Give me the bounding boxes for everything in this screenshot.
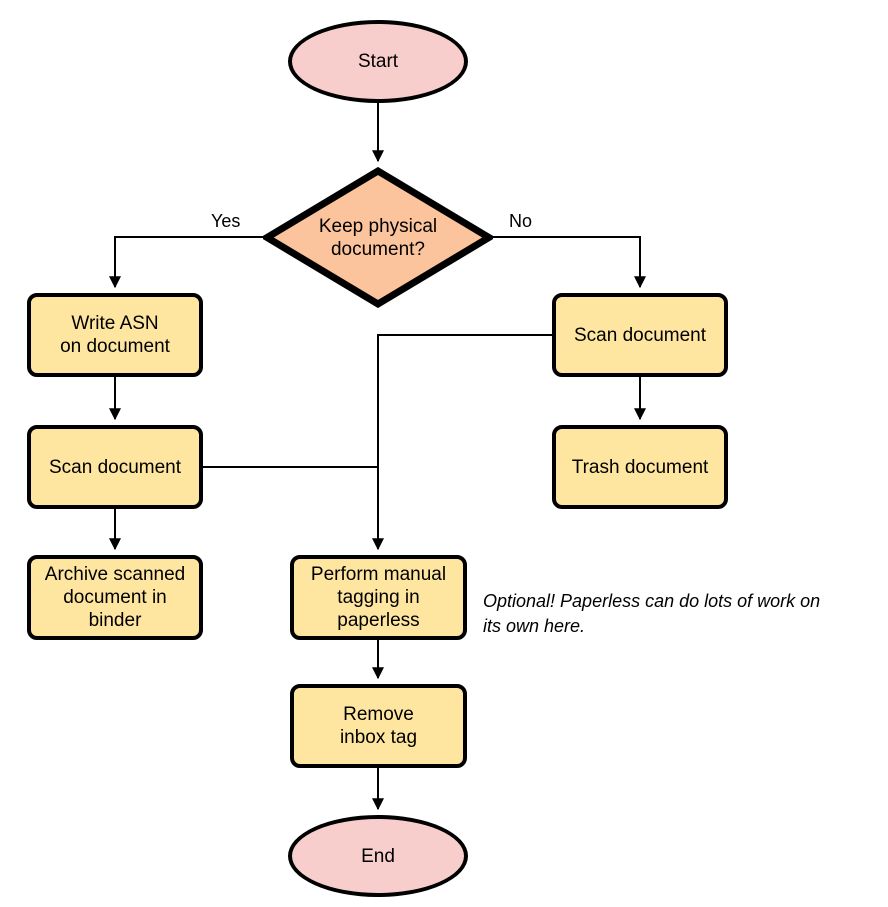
node-remove-inbox-tag[interactable]: Remove inbox tag — [290, 684, 467, 768]
optional-note-line1: Optional! Paperless can do lots of work … — [483, 591, 821, 611]
node-trash-document-label: Trash document — [571, 456, 709, 478]
node-write-asn-label-line2: on document — [60, 336, 170, 357]
node-scan-document-right-label: Scan document — [573, 324, 707, 346]
node-scan-document-left[interactable]: Scan document — [27, 425, 203, 509]
node-scan-document-left-label: Scan document — [48, 456, 182, 478]
node-write-asn-label-line1: Write ASN — [71, 313, 159, 334]
edge-label-no: No — [509, 211, 533, 231]
edge-decision-yes-to-write-asn — [109, 236, 264, 289]
node-remove-inbox-label-line2: inbox tag — [339, 727, 418, 748]
node-trash-document[interactable]: Trash document — [552, 425, 728, 509]
node-keep-physical-document-decision[interactable]: Keep physical document? — [263, 167, 493, 308]
node-scan-document-right[interactable]: Scan document — [552, 293, 728, 377]
node-write-asn-on-document[interactable]: Write ASN on document — [27, 293, 203, 377]
node-perform-manual-tagging-in-paperless[interactable]: Perform manual tagging in paperless — [290, 555, 467, 640]
node-end-label: End — [361, 845, 395, 867]
node-end[interactable]: End — [288, 815, 468, 897]
node-tagging-label-line2: tagging in — [337, 587, 420, 608]
optional-note-line2: its own here. — [483, 616, 586, 636]
edge-scan-right-to-tagging — [372, 334, 552, 551]
node-tagging-label-line1: Perform manual — [310, 564, 447, 585]
node-archive-label-line3: binder — [88, 610, 142, 631]
node-start-label: Start — [357, 51, 399, 72]
edge-label-yes: Yes — [211, 211, 241, 231]
node-archive-label-line1: Archive scanned — [44, 564, 186, 585]
edge-decision-no-to-scan-right — [492, 236, 646, 289]
diamond-shape — [263, 167, 493, 308]
node-tagging-label-line3: paperless — [337, 610, 420, 631]
node-archive-scanned-document-in-binder[interactable]: Archive scanned document in binder — [27, 555, 203, 640]
optional-note: Optional! Paperless can do lots of work … — [483, 589, 883, 639]
node-archive-label-line2: document in — [63, 587, 167, 608]
node-remove-inbox-label-line1: Remove — [343, 704, 414, 725]
node-start[interactable]: Start — [288, 20, 468, 103]
